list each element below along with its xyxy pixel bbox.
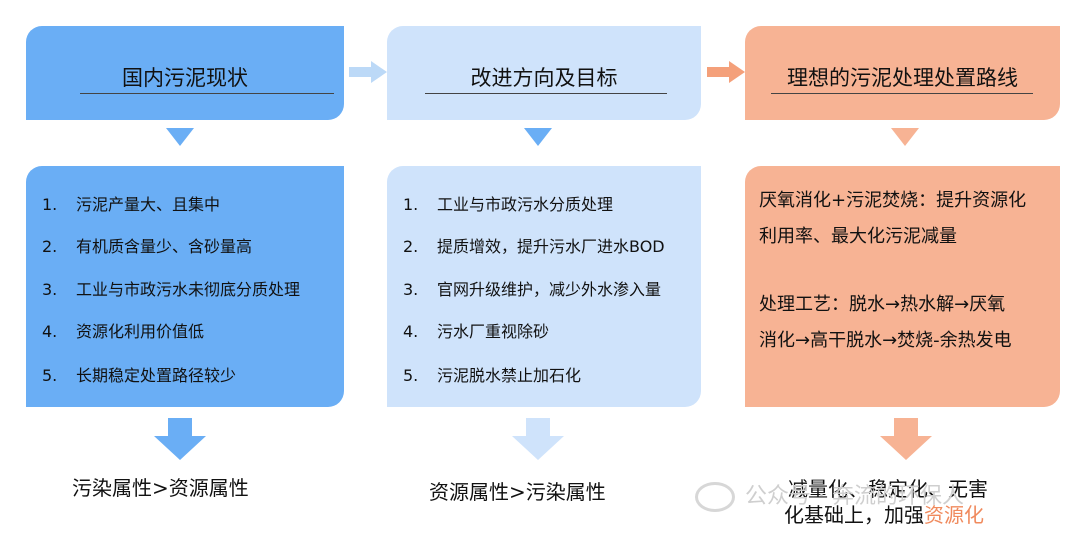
col2-body-box: 1.工业与市政污水分质处理 2.提质增效，提升污水厂进水BOD 3.官网升级维护… [387, 166, 701, 407]
col3-paragraph-1-line-1: 厌氧消化+污泥焚烧：提升资源化 [759, 190, 1027, 211]
wechat-icon [695, 482, 735, 512]
col1-body-box: 1.污泥产量大、且集中 2.有机质含量少、含砂量高 3.工业与市政污水未彻底分质… [26, 166, 344, 407]
col2-conclusion: 资源属性>污染属性 [429, 480, 606, 504]
col3-header-underline [771, 93, 1033, 94]
col3-conclusion-accent: 资源化 [924, 503, 984, 527]
col1-item-2: 2.有机质含量少、含砂量高 [42, 237, 253, 256]
col2-item-3: 3.官网升级维护，减少外水渗入量 [403, 280, 662, 299]
col3-paragraph-2: 处理工艺：脱水→热水解→厌氧 消化→高干脱水→焚烧-余热发电 [759, 287, 1012, 359]
col3-paragraph-2-line-2: 消化→高干脱水→焚烧-余热发电 [759, 330, 1012, 351]
col3-body-box: 厌氧消化+污泥焚烧：提升资源化 利用率、最大化污泥减量 处理工艺：脱水→热水解→… [745, 166, 1060, 407]
col3-down-arrow [880, 418, 932, 460]
col3-down-triangle [891, 128, 919, 146]
col1-item-3: 3.工业与市政污水未彻底分质处理 [42, 280, 301, 299]
col1-header-title: 国内污泥现状 [122, 66, 248, 90]
col3-paragraph-1-line-2: 利用率、最大化污泥减量 [759, 226, 957, 247]
col3-conclusion: 减量化、稳定化、无害 化基础上，加强资源化 [784, 476, 988, 528]
col1-item-5: 5.长期稳定处置路径较少 [42, 366, 237, 385]
right-arrow-1 [349, 61, 387, 83]
col1-item-1: 1.污泥产量大、且集中 [42, 195, 221, 214]
col2-item-5: 5.污泥脱水禁止加石化 [403, 366, 582, 385]
col3-paragraph-2-line-1: 处理工艺：脱水→热水解→厌氧 [759, 294, 1006, 315]
col2-item-4: 4.污水厂重视除砂 [403, 322, 550, 341]
col3-header-title: 理想的污泥处理处置路线 [787, 66, 1018, 90]
col2-header-underline [425, 93, 667, 94]
watermark: 公众号 · 奔流的环保人 [695, 478, 964, 512]
col2-header-title: 改进方向及目标 [470, 66, 618, 90]
col2-item-2: 2.提质增效，提升污水厂进水BOD [403, 237, 665, 256]
col3-paragraph-1: 厌氧消化+污泥焚烧：提升资源化 利用率、最大化污泥减量 [759, 183, 1026, 255]
col2-item-1: 1.工业与市政污水分质处理 [403, 195, 614, 214]
col2-down-arrow [512, 418, 564, 460]
col1-conclusion: 污染属性>资源属性 [72, 476, 249, 500]
col2-header-box: 改进方向及目标 [387, 26, 701, 120]
col2-down-triangle [524, 128, 552, 146]
col1-header-underline [80, 93, 334, 94]
right-arrow-2 [707, 61, 745, 83]
col3-header-box: 理想的污泥处理处置路线 [745, 26, 1060, 120]
col1-header-box: 国内污泥现状 [26, 26, 344, 120]
watermark-text: 公众号 · 奔流的环保人 [745, 484, 964, 509]
col3-conclusion-line-2: 化基础上，加强资源化 [784, 503, 984, 527]
col1-item-4: 4.资源化利用价值低 [42, 322, 205, 341]
col1-down-arrow [154, 418, 206, 460]
col3-conclusion-line-1: 减量化、稳定化、无害 [788, 477, 988, 501]
col1-down-triangle [166, 128, 194, 146]
